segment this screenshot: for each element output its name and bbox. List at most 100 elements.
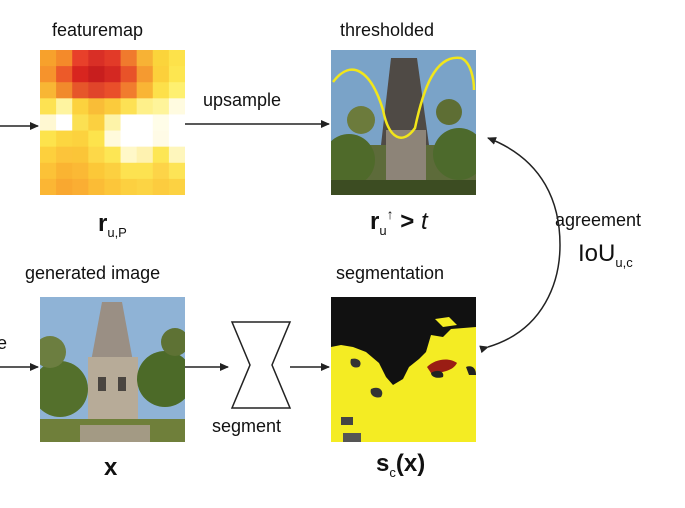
- heatmap-cell: [104, 114, 122, 132]
- heatmap-cell: [136, 50, 154, 67]
- heatmap-cell: [120, 146, 138, 164]
- generated-image-symbol: x: [104, 454, 118, 481]
- heatmap-cell: [72, 98, 89, 115]
- heatmap-cell: [88, 82, 105, 99]
- heatmap-cell: [88, 50, 105, 67]
- agreement-label: agreement: [555, 210, 642, 230]
- heatmap-cell: [72, 146, 89, 164]
- heatmap-cell: [56, 130, 73, 148]
- heatmap-cell: [40, 178, 57, 195]
- heatmap-cell: [40, 82, 57, 99]
- heatmap-cell: [168, 98, 185, 115]
- heatmap-cell: [40, 50, 57, 67]
- heatmap-cell: [152, 82, 170, 99]
- heatmap-cell: [168, 146, 185, 164]
- thresholded-photo: [331, 50, 476, 195]
- heatmap-cell: [136, 130, 154, 148]
- heatmap-cell: [72, 50, 89, 67]
- heatmap-cell: [168, 130, 185, 148]
- heatmap-cell: [56, 82, 73, 99]
- agreement-arrow: [479, 137, 561, 354]
- left-edge-fragment: e: [0, 333, 8, 353]
- segmentation-mask: [331, 297, 476, 442]
- heatmap-cell: [40, 146, 57, 164]
- heatmap-cell: [152, 98, 170, 115]
- heatmap-cell: [152, 162, 170, 180]
- heatmap-cell: [152, 50, 170, 67]
- heatmap-cell: [88, 98, 105, 115]
- segmenter-icon: [230, 321, 292, 409]
- heatmap-cell: [152, 66, 170, 83]
- heatmap-cell: [120, 98, 138, 115]
- heatmap-cell: [88, 146, 105, 164]
- heatmap-cell: [88, 130, 105, 148]
- heatmap-cell: [120, 50, 138, 67]
- heatmap-cell: [168, 114, 185, 132]
- segmentation-label: segmentation: [336, 263, 445, 283]
- generated-image: [40, 297, 185, 442]
- upsample-label: upsample: [203, 90, 282, 110]
- featuremap-symbol: ru,P: [98, 210, 127, 240]
- heatmap-cell: [136, 178, 154, 195]
- heatmap-cell: [120, 162, 138, 180]
- segment-label: segment: [212, 416, 282, 436]
- heatmap-cell: [104, 50, 122, 67]
- featuremap-label: featuremap: [52, 20, 144, 40]
- heatmap-cell: [56, 114, 73, 132]
- heatmap-cell: [104, 98, 122, 115]
- heatmap-cell: [88, 178, 105, 195]
- heatmap-cell: [88, 162, 105, 180]
- heatmap-cell: [136, 66, 154, 83]
- heatmap-grid: [40, 50, 185, 195]
- segmentation-symbol: sc(x): [376, 450, 426, 480]
- heatmap-cell: [104, 146, 122, 164]
- heatmap-cell: [120, 66, 138, 83]
- generated-photo: [40, 297, 185, 442]
- heatmap-cell: [88, 114, 105, 132]
- heatmap-cell: [152, 146, 170, 164]
- heatmap-cell: [104, 162, 122, 180]
- heatmap-cell: [136, 82, 154, 99]
- segmentation-map: [331, 297, 476, 442]
- heatmap-cell: [72, 114, 89, 132]
- thresholded-label: thresholded: [340, 20, 435, 40]
- heatmap-cell: [40, 66, 57, 83]
- heatmap-cell: [136, 162, 154, 180]
- heatmap-cell: [152, 130, 170, 148]
- heatmap-cell: [152, 114, 170, 132]
- heatmap-cell: [120, 178, 138, 195]
- heatmap-cell: [136, 114, 154, 132]
- heatmap-cell: [120, 130, 138, 148]
- threshold-expression: ru↑ > t: [370, 206, 428, 238]
- heatmap-cell: [168, 50, 185, 67]
- featuremap-heatmap: [40, 50, 185, 195]
- heatmap-cell: [72, 66, 89, 83]
- heatmap-cell: [40, 130, 57, 148]
- heatmap-cell: [56, 178, 73, 195]
- heatmap-cell: [72, 162, 89, 180]
- heatmap-cell: [72, 130, 89, 148]
- heatmap-cell: [56, 146, 73, 164]
- heatmap-cell: [40, 98, 57, 115]
- heatmap-cell: [104, 66, 122, 83]
- heatmap-cell: [104, 178, 122, 195]
- heatmap-cell: [120, 82, 138, 99]
- heatmap-cell: [56, 162, 73, 180]
- heatmap-cell: [72, 178, 89, 195]
- heatmap-cell: [104, 130, 122, 148]
- heatmap-cell: [168, 178, 185, 195]
- heatmap-cell: [56, 50, 73, 67]
- heatmap-cell: [136, 146, 154, 164]
- heatmap-cell: [168, 162, 185, 180]
- iou-symbol: IoUu,c: [578, 240, 633, 270]
- heatmap-cell: [104, 82, 122, 99]
- generated-image-label: generated image: [25, 263, 161, 283]
- thresholded-image: [331, 50, 476, 195]
- heatmap-cell: [40, 162, 57, 180]
- heatmap-cell: [152, 178, 170, 195]
- heatmap-cell: [168, 82, 185, 99]
- heatmap-cell: [40, 114, 57, 132]
- heatmap-cell: [56, 66, 73, 83]
- heatmap-cell: [136, 98, 154, 115]
